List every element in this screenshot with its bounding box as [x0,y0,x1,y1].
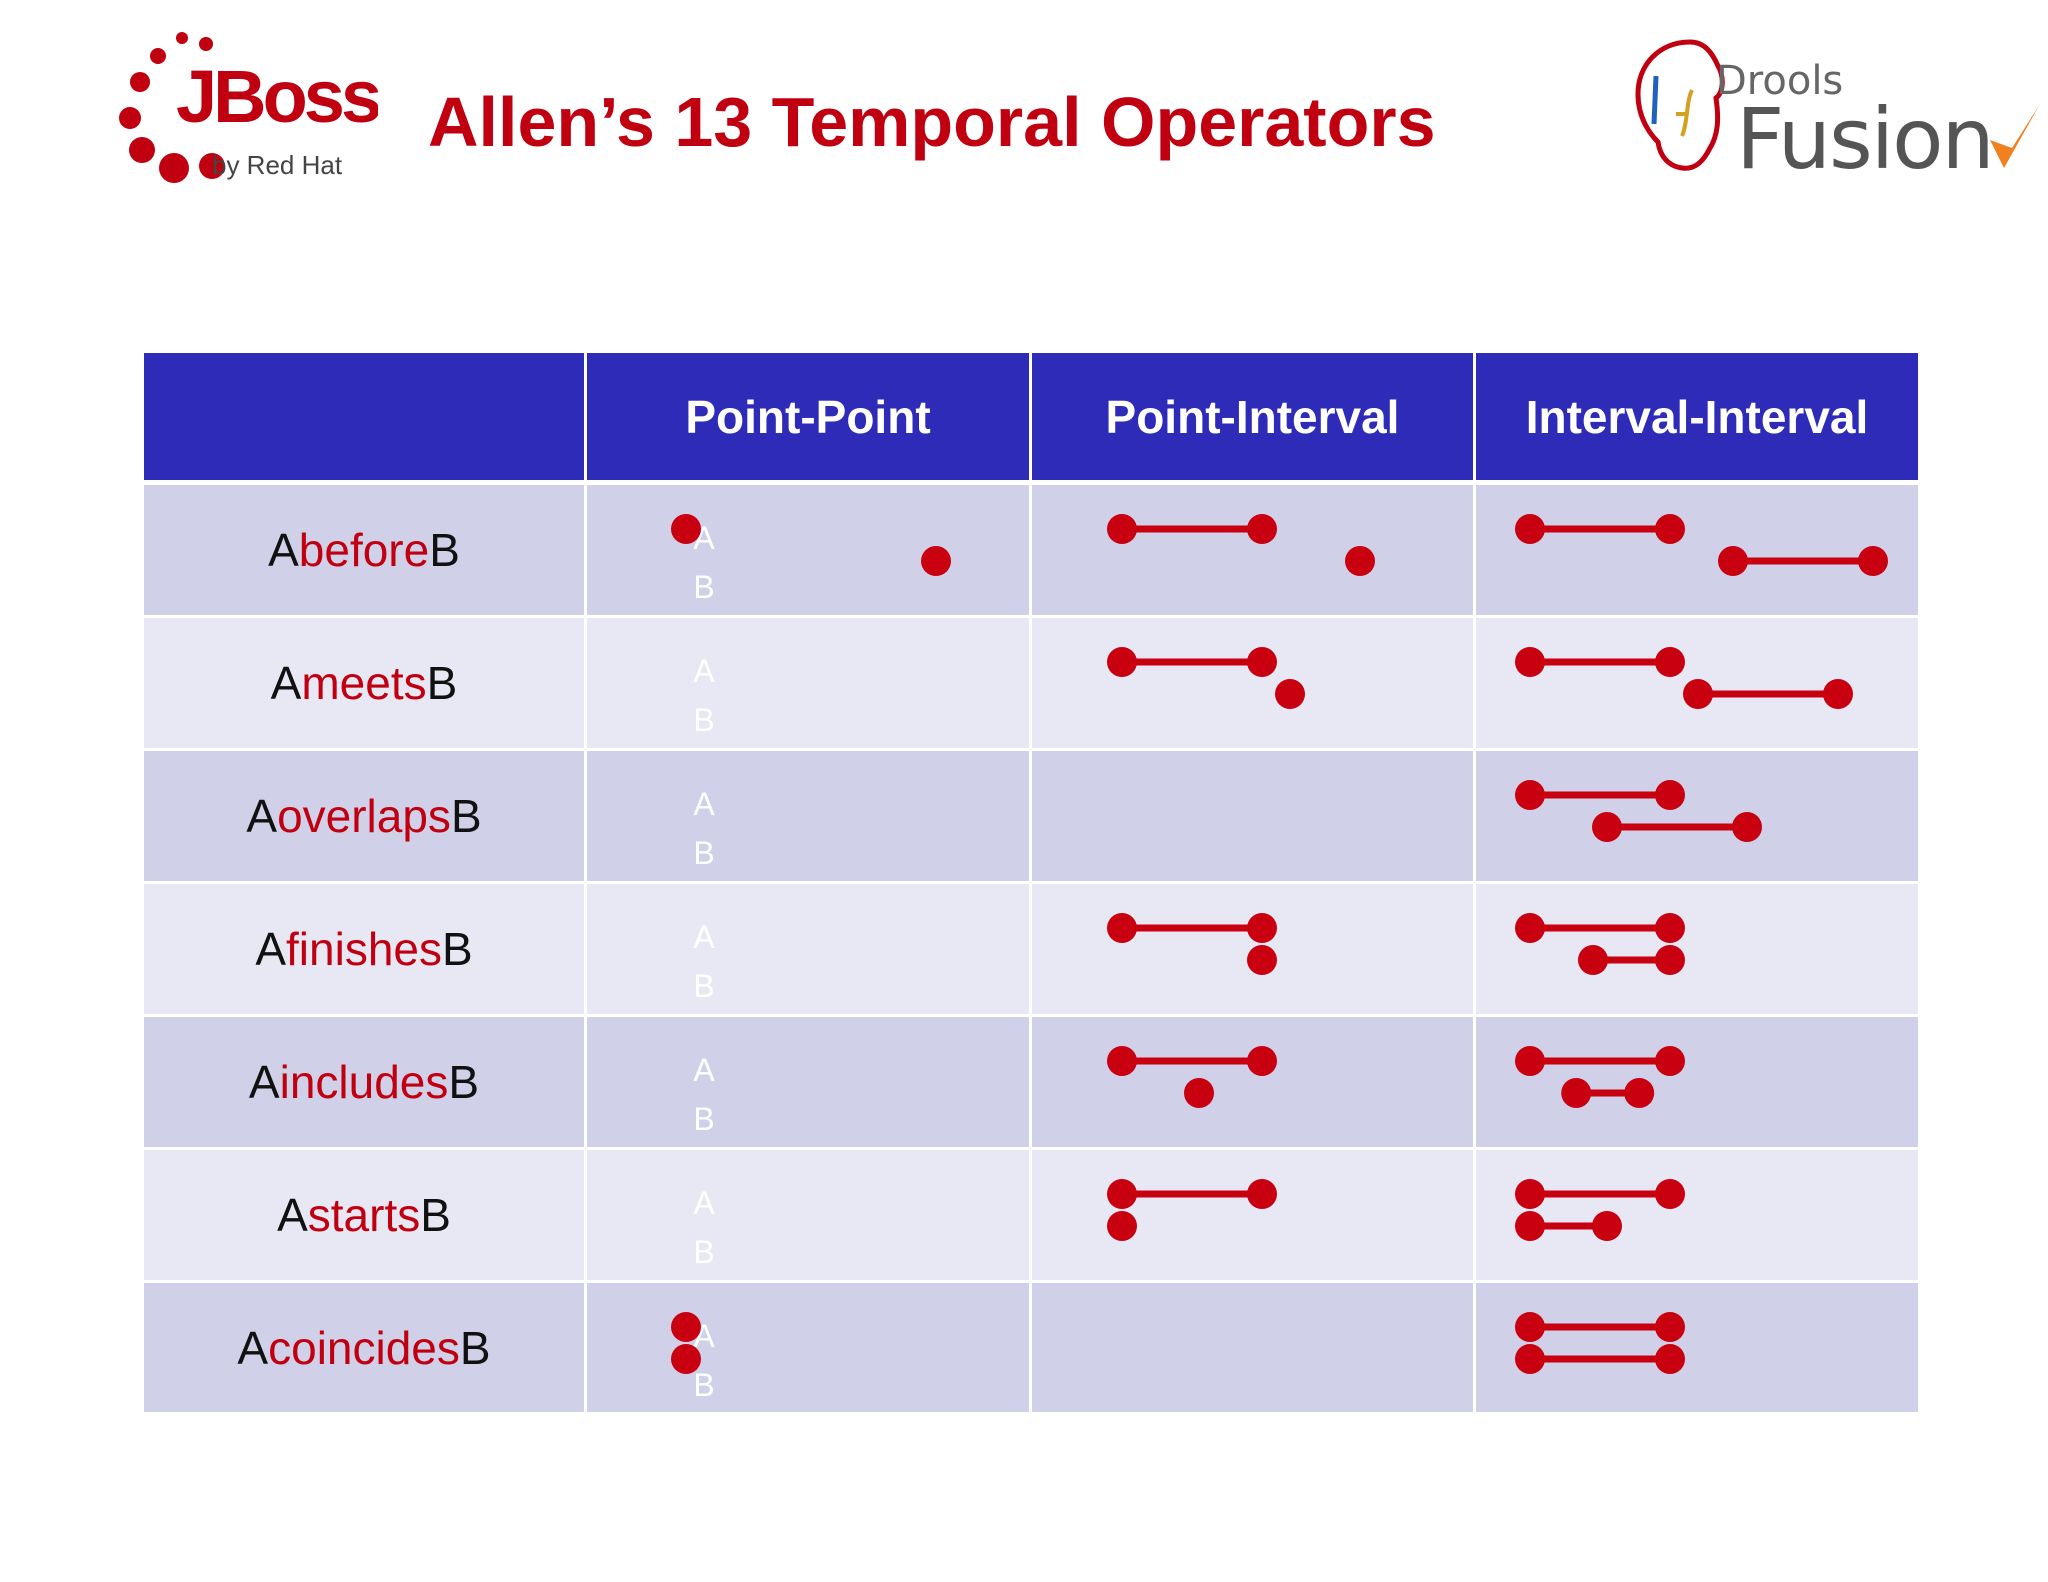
row-label-meets: A meets B [270,657,458,709]
column-divider [584,353,587,1412]
page-title: Allen’s 13 Temporal Operators [428,83,1436,161]
track-label-b: B [693,1234,715,1270]
track-label-a: A [693,1185,715,1221]
track-label-b: B [693,569,715,605]
track-label-b: B [693,702,715,738]
track-label-a: A [693,919,715,955]
row-label-starts: A starts B [277,1189,451,1241]
track-label-a: A [693,1052,715,1088]
column-divider [1473,353,1476,1412]
jboss-logo: JBoss by Red Hat [78,24,384,194]
header-cell-empty [144,353,584,480]
jboss-wordmark: JBoss [176,55,378,138]
flame-check-icon [1990,104,2040,168]
operator-finishes: finishes [286,923,442,975]
row-label-overlaps: A overlaps B [246,790,482,842]
jboss-dots-icon [119,32,225,183]
jboss-tagline: by Red Hat [212,150,343,180]
drools-brand-text: Drools [1716,58,1843,104]
operator-coincides: coincides [268,1321,460,1374]
track-label-b: B [693,1367,715,1403]
face-gold-stroke-icon [1676,89,1694,137]
row-label-includes: A includes B [248,1056,480,1108]
header-point-point: Point-Point [587,353,1029,480]
drools-fusion-logo: Drools Fusion [1620,32,2048,202]
track-label-a: A [693,653,715,689]
operator-before: before [298,524,430,576]
face-blue-stroke-icon [1651,75,1659,125]
row-label-before: A before B [268,524,460,576]
operator-includes: includes [279,1056,449,1108]
track-label-b: B [693,835,715,871]
face-outline-icon [1635,39,1725,171]
track-label-b: B [693,968,715,1004]
drools-fusion-logo-graphic: Drools Fusion [1635,39,2040,188]
row-label-finishes: A finishes B [255,923,473,975]
track-label-a: A [693,786,715,822]
operator-overlaps: overlaps [277,790,451,842]
jboss-logo-graphic: JBoss by Red Hat [119,32,384,183]
header-point-interval: Point-Interval [1032,353,1473,480]
row-label-coincides: A coincides B [237,1321,491,1374]
track-label-b: B [693,1101,715,1137]
track-label-a: A [693,520,715,556]
header-interval-interval: Interval-Interval [1476,353,1918,480]
operator-starts: starts [307,1189,421,1241]
operator-meets: meets [301,657,427,709]
fusion-product-text: Fusion [1736,90,1993,188]
column-divider [1029,353,1032,1412]
temporal-operators-table: Point-Point Point-Interval Interval-Inte… [144,353,1918,1412]
track-label-a: A [693,1318,715,1354]
